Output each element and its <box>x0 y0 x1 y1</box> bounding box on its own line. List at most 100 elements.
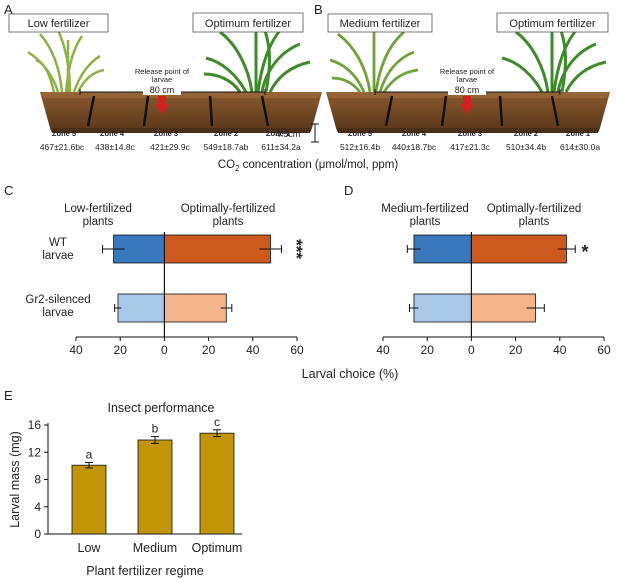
c-row2-label-1: Gr2-silenced <box>25 294 90 306</box>
d-xtick-label-1: 20 <box>421 343 435 357</box>
label-b-right: Optimum fertilizer <box>509 18 596 30</box>
label-b-left: Medium fertilizer <box>340 18 421 30</box>
zone-a-5-value: 467±21.6bc <box>40 142 85 152</box>
divider-a-3 <box>208 95 214 127</box>
label-box-a-left <box>8 13 109 33</box>
zone-a-2-value: 549±18.7ab <box>204 142 249 152</box>
d-bar-right-1 <box>470 293 536 323</box>
zone-a-2: Zone 2 <box>214 129 238 138</box>
plants-a-left <box>27 29 105 93</box>
c-left-header-2: plants <box>83 216 114 228</box>
panel-a-letter: A <box>4 2 13 17</box>
c-row1-label-1: WT <box>49 237 67 249</box>
c-bar-right-0 <box>163 234 271 264</box>
plants-a-right <box>203 21 311 93</box>
panel-c-letter: C <box>4 183 13 198</box>
choice-xlabel: Larval choice (%) <box>302 367 399 381</box>
co2-label-sub: 2 <box>235 164 240 173</box>
panel-b-letter: B <box>314 2 323 17</box>
label-a-left: Low fertilizer <box>28 18 90 30</box>
c-xtick-label-2: 0 <box>161 343 168 357</box>
e-letter-2: c <box>214 415 220 429</box>
label-box-b-left <box>327 13 433 33</box>
zone-a-3-value: 421±29.9c <box>150 142 190 152</box>
c-row1-label-2: larvae <box>42 250 73 262</box>
depth-label: 4.5cm <box>276 129 301 139</box>
c-xtick-label-5: 60 <box>290 343 304 357</box>
d-significance: * <box>581 242 588 262</box>
divider-b-4 <box>550 95 560 127</box>
c-xtick-label-4: 40 <box>246 343 260 357</box>
e-ytick-label-1: 4 <box>34 500 41 514</box>
zone-a-4: Zone 4 <box>100 129 125 138</box>
e-title: Insect performance <box>108 401 215 415</box>
release-a-line1: Release point of <box>135 67 190 76</box>
e-ytick-label-2: 8 <box>34 473 41 487</box>
label-box-b-right <box>496 12 609 33</box>
tray-b-side <box>336 128 600 133</box>
divider-b-1 <box>384 95 394 127</box>
label-a-right: Optimum fertilizer <box>205 18 292 30</box>
panel-d-letter: D <box>344 183 353 198</box>
zone-a-5: Zone 5 <box>52 129 76 138</box>
zone-a-1: Zone 1 <box>266 129 290 138</box>
e-ytick-label-0: 0 <box>34 527 41 541</box>
divider-a-4 <box>260 95 270 127</box>
d-right-header-2: plants <box>519 216 550 228</box>
co2-label-post: concentration (μmol/mol, ppm) <box>239 159 398 171</box>
c-xtick-label-0: 40 <box>69 343 83 357</box>
e-bar-2 <box>199 432 235 535</box>
plants-b-right <box>501 21 607 93</box>
panel-c: C Low-fertilized plants Optimally-fertil… <box>4 183 306 357</box>
zone-b-1: Zone 1 <box>566 129 590 138</box>
c-xtick-label-1: 20 <box>114 343 128 357</box>
zone-b-3: Zone 3 <box>458 129 482 138</box>
zone-b-5: Zone 5 <box>348 129 372 138</box>
d-bar-left-1 <box>413 293 472 323</box>
d-bar-left-0 <box>413 234 472 264</box>
e-bar-1 <box>137 439 173 535</box>
panel-e: E Insect performance 0481216aLowbMediumc… <box>4 388 242 578</box>
zone-b-5-value: 512±16.4b <box>340 142 380 152</box>
zone-a-4-value: 438±14.8c <box>95 142 135 152</box>
release-b-line1: Release point of <box>440 67 495 76</box>
c-right-header-2: plants <box>213 216 244 228</box>
c-bar-left-1 <box>117 293 165 323</box>
d-right-header-1: Optimally-fertilized <box>487 203 582 215</box>
d-xtick-label-5: 60 <box>597 343 611 357</box>
e-letter-0: a <box>86 447 93 461</box>
tray-a-side <box>50 128 312 133</box>
e-xlabel: Plant fertilizer regime <box>86 564 203 578</box>
d-xtick-label-4: 40 <box>553 343 567 357</box>
e-xtick-label-1: Medium <box>133 541 177 555</box>
divider-a-2 <box>142 95 150 127</box>
zone-a-1-value: 611±34.2a <box>261 142 301 152</box>
e-xtick-label-0: Low <box>78 541 102 555</box>
distance-a: 80 cm <box>150 85 175 95</box>
panel-d: D Medium-fertilized plants Optimally-fer… <box>344 183 611 357</box>
d-left-header-2: plants <box>410 216 441 228</box>
e-ytick-label-4: 16 <box>28 418 42 432</box>
plants-b-left <box>329 30 419 93</box>
panel-e-letter: E <box>4 388 13 403</box>
divider-b-3 <box>498 95 504 127</box>
divider-b-2 <box>440 95 448 127</box>
release-arrow-b <box>460 96 474 114</box>
c-bar-right-1 <box>163 293 227 323</box>
zone-b-2-value: 510±34.4b <box>506 142 546 152</box>
release-arrow-a <box>155 96 169 114</box>
c-right-header-1: Optimally-fertilized <box>181 203 276 215</box>
c-row2-label-2: larvae <box>42 307 73 319</box>
e-ytick-label-3: 12 <box>28 445 42 459</box>
tray-a <box>40 92 322 128</box>
release-b-line2: larvae <box>457 75 477 84</box>
c-significance: *** <box>287 239 306 259</box>
d-xtick-label-3: 20 <box>509 343 523 357</box>
zone-a-3: Zone 3 <box>154 129 178 138</box>
distance-b: 80 cm <box>455 85 480 95</box>
d-left-header-1: Medium-fertilized <box>381 203 469 215</box>
